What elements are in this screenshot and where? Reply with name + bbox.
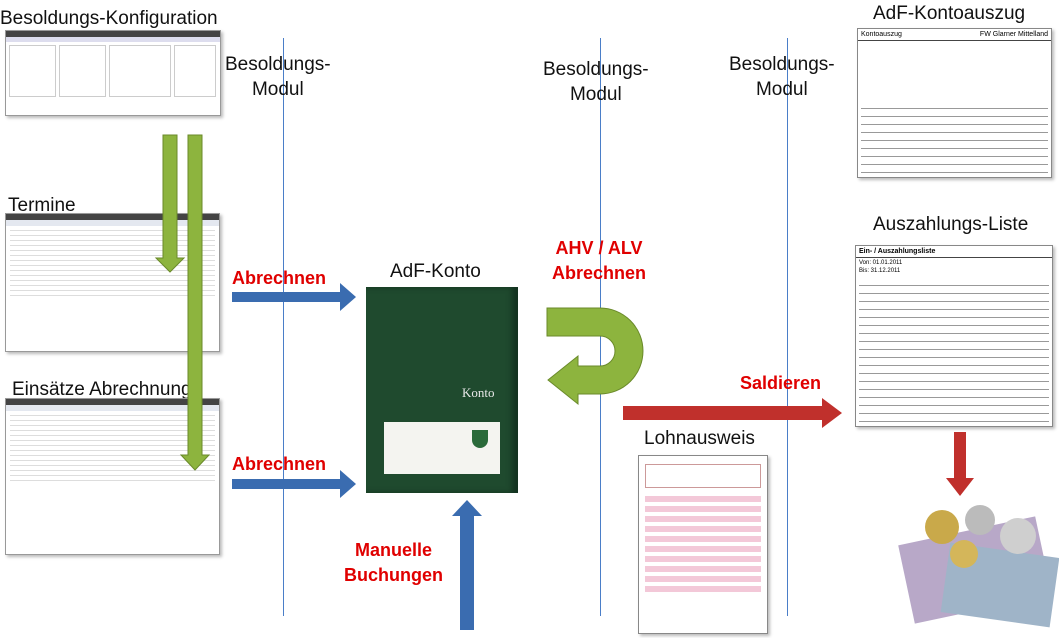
blue-arrow-right <box>232 283 356 311</box>
doc-bis: Bis: 31.12.2011 <box>859 268 901 274</box>
ahv-alv-label: AHV / ALV Abrechnen <box>552 238 647 283</box>
abrechnen-label: Abrechnen <box>232 454 327 474</box>
termine-label: Termine <box>8 195 76 216</box>
money-image <box>898 500 1059 630</box>
auszahlung-document: Ein- / Auszahlungsliste Von: 01.01.2011 … <box>855 245 1053 427</box>
green-arrow-down <box>154 134 186 273</box>
config-screenshot <box>5 30 221 116</box>
book-title: Konto <box>462 385 495 400</box>
adf-konto-book: Konto <box>366 287 518 493</box>
doc-org: FW Glarner Mittelland <box>979 31 1048 38</box>
abrechnen-label: Abrechnen <box>232 268 327 288</box>
module-divider <box>787 38 788 616</box>
manuelle-buchungen-label: Manuelle Buchungen <box>344 540 443 585</box>
doc-title: Ein- / Auszahlungsliste <box>856 246 1052 258</box>
module-label: Besoldungs- Modul <box>225 54 331 100</box>
kontoauszug-document: Kontoauszug FW Glarner Mittelland <box>857 28 1052 178</box>
config-label: Besoldungs-Konfiguration <box>0 8 218 29</box>
kontoauszug-label: AdF-Kontoauszug <box>873 3 1026 24</box>
book-label <box>384 422 500 474</box>
green-arrow-down <box>179 134 211 471</box>
red-arrow-down <box>946 432 974 496</box>
einsaetze-label: Einsätze Abrechnung <box>12 379 192 400</box>
green-uturn-arrow <box>546 307 644 406</box>
blue-arrow-right <box>232 470 356 498</box>
module-label: Besoldungs- Modul <box>729 54 835 100</box>
module-divider <box>283 38 284 616</box>
saldieren-label: Saldieren <box>740 373 822 393</box>
auszahlung-label: Auszahlungs-Liste <box>873 214 1029 235</box>
lohnausweis-label: Lohnausweis <box>644 428 755 449</box>
einsaetze-screenshot <box>5 398 220 555</box>
doc-title: Kontoauszug <box>861 31 902 38</box>
lohnausweis-document <box>638 455 768 634</box>
blue-arrow-up <box>452 500 482 630</box>
doc-von: Von: 01.01.2011 <box>859 260 903 266</box>
red-arrow-right <box>623 398 842 428</box>
konto-label: AdF-Konto <box>390 261 481 282</box>
module-label: Besoldungs- Modul <box>543 59 649 105</box>
termine-screenshot <box>5 213 220 352</box>
crest-icon <box>472 430 488 448</box>
